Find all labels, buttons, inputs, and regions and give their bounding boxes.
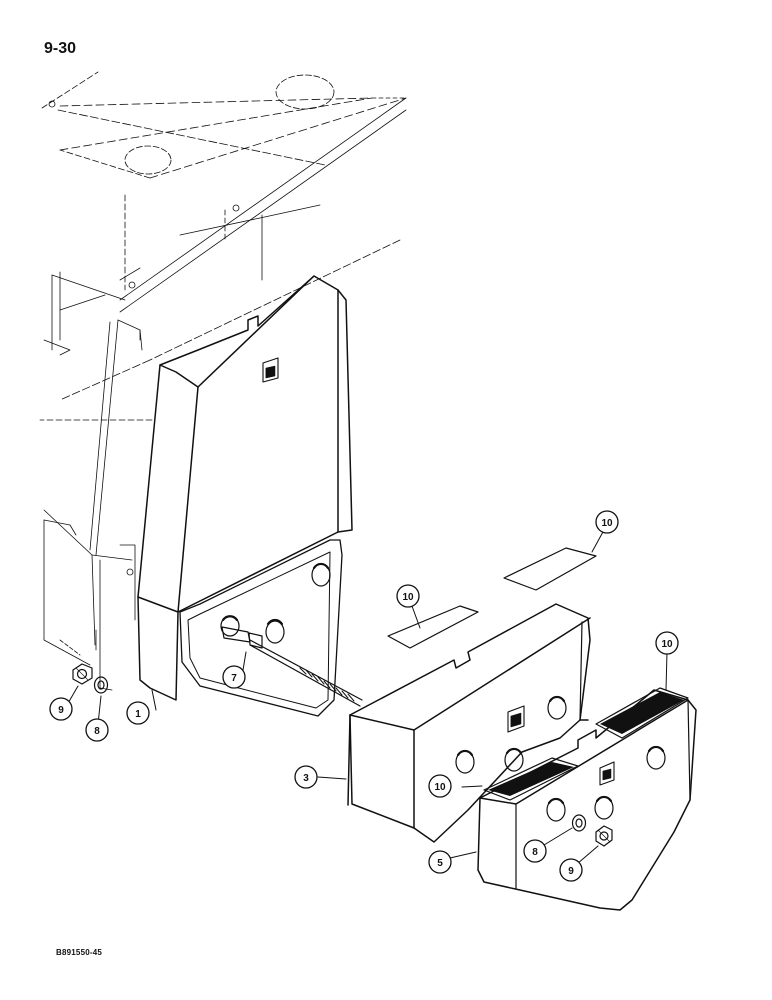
callout-10-top: 10 (595, 510, 619, 534)
figure-code: B891550-45 (56, 948, 103, 957)
svg-text:9: 9 (568, 866, 574, 877)
pad-10-lower (483, 757, 579, 801)
bolt-7 (221, 626, 363, 707)
svg-text:8: 8 (532, 847, 538, 858)
callout-10-right: 10 (655, 631, 679, 655)
callout-1: 1 (126, 701, 150, 725)
nut-9-left (72, 663, 93, 685)
nut-9-right (595, 825, 613, 847)
callout-9-right: 9 (559, 858, 583, 882)
pad-10-top (503, 547, 597, 591)
callout-8-right: 8 (523, 839, 547, 863)
washer-8-right (571, 814, 587, 832)
counterweight-3 (347, 603, 591, 843)
page-number: 9-30 (44, 40, 77, 57)
machine-frame (39, 71, 407, 691)
pad-10-mid (387, 605, 479, 649)
svg-text:9: 9 (58, 705, 64, 716)
svg-text:10: 10 (661, 639, 673, 650)
svg-text:10: 10 (601, 518, 613, 529)
callout-10-lower: 10 (428, 774, 452, 798)
svg-text:5: 5 (437, 858, 443, 869)
svg-text:10: 10 (402, 592, 414, 603)
washer-8-left (93, 676, 109, 694)
svg-text:8: 8 (94, 726, 100, 737)
callout-7: 7 (222, 665, 246, 689)
svg-text:10: 10 (434, 782, 446, 793)
leader-lines (66, 529, 668, 865)
counterweight-1 (137, 275, 353, 717)
svg-text:1: 1 (135, 709, 141, 720)
callout-3: 3 (294, 765, 318, 789)
pad-10-right (595, 687, 689, 739)
callout-8-left: 8 (85, 718, 109, 742)
callout-10-mid: 10 (396, 584, 420, 608)
counterweight-5 (477, 689, 697, 911)
svg-text:3: 3 (303, 773, 309, 784)
callout-9-left: 9 (49, 697, 73, 721)
callout-5: 5 (428, 850, 452, 874)
svg-text:7: 7 (231, 673, 237, 684)
